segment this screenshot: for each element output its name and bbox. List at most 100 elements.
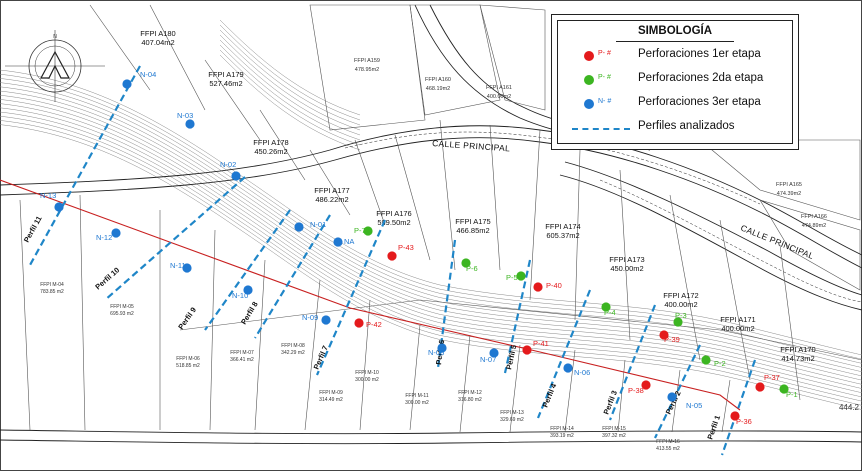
small-lot-name: FFPI M-08 — [281, 343, 305, 349]
green-dot-icon — [584, 75, 594, 85]
boring-point-label: P-39 — [664, 335, 680, 344]
boring-point-dot[interactable] — [730, 411, 740, 421]
road-bottom-1 — [0, 429, 862, 435]
boring-point[interactable]: N-06 — [563, 363, 590, 377]
boring-point[interactable]: N-04 — [122, 70, 156, 89]
boring-point-dot[interactable] — [111, 228, 121, 238]
boring-point[interactable]: N-03 — [177, 111, 195, 129]
boring-point-dot[interactable] — [516, 271, 526, 281]
legend-title-underline — [616, 41, 734, 42]
boring-point-label: P-3 — [675, 311, 687, 320]
boring-point[interactable]: N-01 — [294, 220, 326, 232]
boring-point[interactable]: P-37 — [755, 373, 780, 392]
boring-point-dot[interactable] — [185, 119, 195, 129]
boring-point[interactable]: P-1 — [779, 384, 798, 399]
legend-inner: SIMBOLOGÍA P- # Perforaciones 1er etapa … — [557, 20, 793, 144]
small-lot-area: 329.69 m2 — [500, 417, 524, 423]
boring-point-dot[interactable] — [601, 302, 611, 312]
road-edge-6 — [564, 161, 862, 296]
boring-point-label: P-37 — [764, 373, 780, 382]
boring-point-dot[interactable] — [321, 315, 331, 325]
boring-point[interactable]: N-11 — [170, 261, 192, 273]
lot-a165 — [699, 139, 861, 221]
boring-point-dot[interactable] — [755, 382, 765, 392]
boring-point[interactable]: P-4 — [601, 302, 616, 317]
boring-point[interactable]: P-5 — [506, 271, 526, 282]
boring-point-label: N-11 — [170, 261, 186, 270]
boring-point-dot[interactable] — [563, 363, 573, 373]
boring-point-dot[interactable] — [354, 318, 364, 328]
lot-name: FFPI A180 — [140, 29, 175, 38]
profile-line — [104, 176, 246, 301]
boring-point[interactable]: P-42 — [354, 318, 382, 329]
boring-point-dot[interactable] — [522, 345, 532, 355]
small-lot-area: 300.00 m2 — [355, 377, 379, 383]
lot-a159 — [309, 4, 426, 131]
legend-text-stage1: Perforaciones 1er etapa — [638, 48, 761, 60]
boring-point-dot[interactable] — [667, 392, 677, 402]
boring-point[interactable]: P-41 — [522, 339, 549, 355]
lot-area: 605.37m2 — [546, 231, 579, 240]
street-label-top: CALLE PRINCIPAL — [432, 138, 511, 153]
lot-name: FFPI A165 — [776, 182, 802, 188]
boring-point-dot[interactable] — [461, 258, 471, 268]
boring-point-dot[interactable] — [122, 79, 132, 89]
boring-point[interactable]: P-6 — [461, 258, 478, 273]
boring-point[interactable]: N-08 — [428, 343, 447, 357]
boring-point[interactable]: NA — [333, 237, 354, 247]
road-bottom-2 — [0, 439, 862, 445]
boring-point-dot[interactable] — [363, 226, 373, 236]
boring-point[interactable]: N-05 — [667, 392, 702, 410]
profile-label: Perfil 9 — [176, 306, 198, 332]
small-lot-area: 366.41 m2 — [230, 357, 254, 363]
lot-area: 599.50m2 — [377, 218, 410, 227]
small-lot-name: FFPI M-15 — [602, 426, 626, 432]
boring-point-dot[interactable] — [489, 348, 499, 358]
boring-point-label: P-5 — [506, 273, 518, 282]
boring-point[interactable]: N-10 — [232, 285, 253, 300]
boring-point-label: P-1 — [786, 390, 798, 399]
boring-point-dot[interactable] — [533, 282, 543, 292]
boring-point[interactable]: N-07 — [480, 348, 499, 364]
legend-title: SIMBOLOGÍA — [637, 25, 713, 37]
boring-point-dot[interactable] — [294, 222, 304, 232]
boring-point-dot[interactable] — [387, 251, 397, 261]
legend-row-stage1: P- # Perforaciones 1er etapa — [558, 47, 792, 65]
boring-point[interactable]: P-43 — [387, 243, 414, 261]
boring-point-dot[interactable] — [701, 355, 711, 365]
boring-point-dot[interactable] — [779, 384, 789, 394]
boring-point[interactable]: P-40 — [533, 281, 562, 292]
boring-point-dot[interactable] — [437, 343, 447, 353]
profile-line — [536, 289, 592, 419]
lot-name: FFPI A159 — [354, 58, 380, 64]
lot-name: FFPI A174 — [545, 222, 580, 231]
boring-point[interactable]: P-36 — [730, 411, 752, 426]
boring-point[interactable]: N-13 — [40, 191, 64, 212]
boring-point-dot[interactable] — [333, 237, 343, 247]
lot-a166 — [759, 199, 861, 291]
boring-point-dot[interactable] — [641, 380, 651, 390]
boring-point[interactable]: N-09 — [302, 313, 331, 325]
roads — [0, 4, 862, 445]
boring-point-dot[interactable] — [182, 263, 192, 273]
boring-point[interactable]: N-12 — [96, 228, 121, 242]
small-lot-name: FFPI M-09 — [319, 390, 343, 396]
boring-point[interactable]: P-2 — [701, 355, 726, 368]
small-lot-name: FFPI M-16 — [656, 439, 680, 445]
boring-point[interactable]: P-3 — [673, 311, 687, 327]
boring-point[interactable]: N-02 — [220, 160, 241, 181]
boring-point-label: P-7 — [354, 226, 366, 235]
boring-point-dot[interactable] — [659, 330, 669, 340]
boring-point[interactable]: P-7 — [354, 226, 373, 236]
boring-point-dot[interactable] — [673, 317, 683, 327]
boring-point[interactable]: P-39 — [659, 330, 680, 344]
boring-point-dot[interactable] — [243, 285, 253, 295]
boring-point-dot[interactable] — [54, 202, 64, 212]
boring-point[interactable]: P-38 — [628, 380, 651, 395]
boring-point-dot[interactable] — [231, 171, 241, 181]
lot-area: 527.46m2 — [209, 79, 242, 88]
lot-name: FFPI A175 — [455, 217, 490, 226]
legend-code-stage1: P- # — [598, 50, 611, 57]
road-edge-1 — [0, 125, 862, 256]
